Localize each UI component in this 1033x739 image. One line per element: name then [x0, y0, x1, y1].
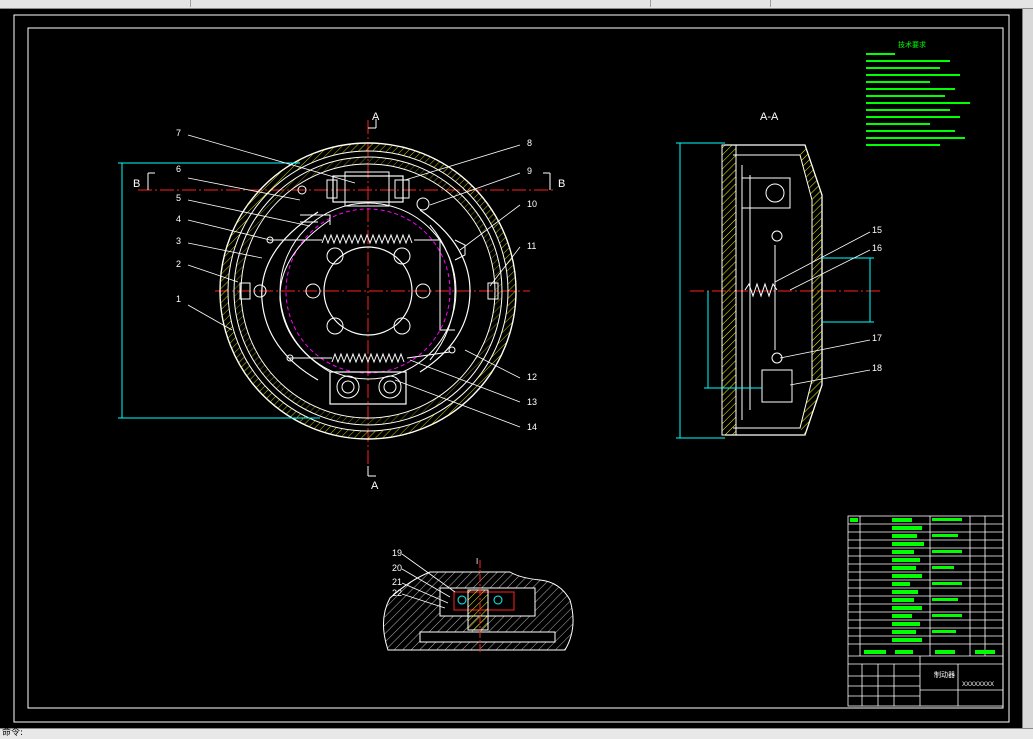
- notes-title: 技术要求: [898, 40, 926, 49]
- part-number: 4: [176, 214, 181, 224]
- part-number: 19: [392, 548, 402, 558]
- part-number: 11: [527, 241, 536, 251]
- inner-frame: [27, 27, 1004, 709]
- section-view-a-a: A-A: [676, 111, 882, 439]
- title-block-drawing-name: 制动器: [934, 670, 955, 679]
- part-number: 1: [176, 294, 181, 304]
- part-number: 17: [872, 333, 882, 343]
- part-number: 6: [176, 164, 181, 174]
- part-number: 2: [176, 259, 181, 269]
- part-number: 8: [527, 138, 532, 148]
- tab-3[interactable]: [650, 0, 771, 7]
- command-prompt: 命令:: [2, 728, 24, 738]
- part-number: 13: [527, 397, 537, 407]
- part-number: 7: [176, 128, 181, 138]
- command-bar[interactable]: [0, 728, 1033, 739]
- part-number: 21: [392, 577, 402, 587]
- detail-view: I 19 20 21 22: [383, 548, 574, 652]
- bill-of-materials: [847, 515, 1004, 707]
- section-a-label-bottom: A: [371, 480, 379, 492]
- part-number: 18: [872, 363, 882, 373]
- detail-title: I: [476, 557, 478, 566]
- window-tab-bar: [0, 0, 1033, 9]
- section-b-label-right: B: [558, 178, 565, 190]
- outer-frame: [13, 14, 1010, 723]
- front-view: A A B B 1 2 3 4 5 6 7 8 9 10 11 12 13 14: [118, 111, 565, 492]
- vertical-scrollbar[interactable]: [1022, 9, 1033, 729]
- section-a-label-top: A: [372, 111, 380, 123]
- tab-1[interactable]: [0, 0, 191, 7]
- section-b-label-left: B: [133, 178, 140, 190]
- tab-2[interactable]: [190, 0, 651, 7]
- part-number: 15: [872, 225, 882, 235]
- title-block-school: XXXXXXXX: [962, 682, 994, 688]
- part-number: 3: [176, 236, 181, 246]
- section-view-title: A-A: [760, 111, 779, 123]
- part-number: 20: [392, 563, 402, 573]
- part-number: 12: [527, 372, 537, 382]
- bom-text-blocks: [850, 518, 995, 654]
- part-number: 10: [527, 199, 537, 209]
- technical-notes: 技术要求: [866, 40, 970, 146]
- part-number: 14: [527, 422, 537, 432]
- part-number: 9: [527, 166, 532, 176]
- part-number: 16: [872, 243, 882, 253]
- cad-drawing-canvas[interactable]: A A B B 1 2 3 4 5 6 7 8 9 10 11 12 13 14…: [0, 9, 1022, 728]
- part-number: 5: [176, 193, 181, 203]
- part-number: 22: [392, 588, 402, 598]
